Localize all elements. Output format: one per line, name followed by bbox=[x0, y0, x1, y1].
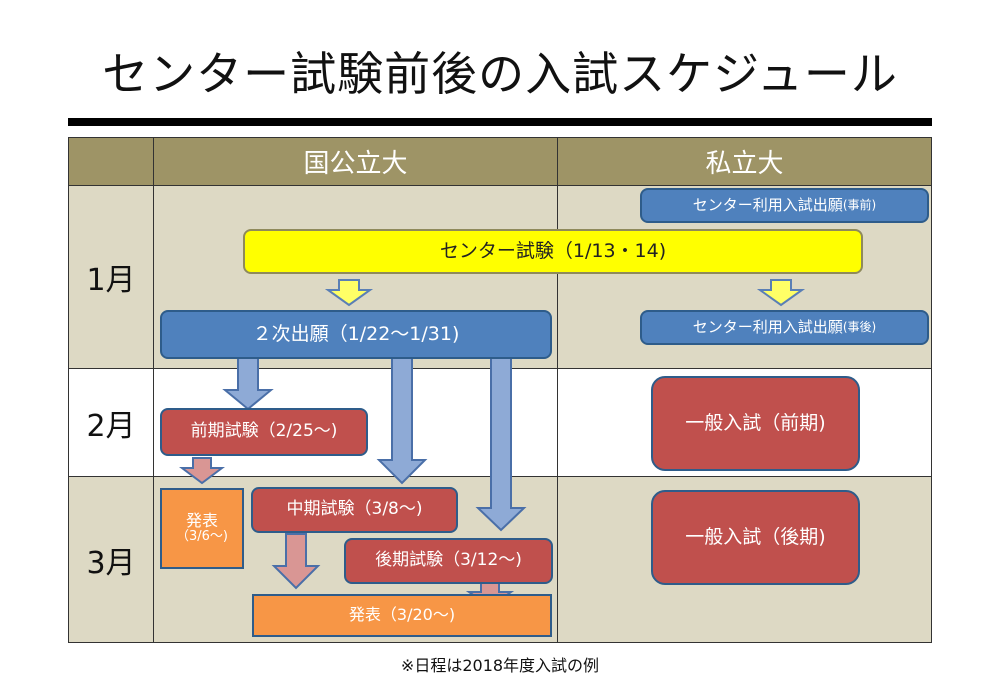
arrow-second-to-late bbox=[475, 357, 527, 532]
announce-early-box: 発表 （3/6〜) bbox=[160, 488, 244, 569]
header-corner bbox=[68, 137, 154, 186]
late-exam-box: 後期試験（3/12〜) bbox=[344, 538, 553, 584]
center-app-after-suffix: (事後) bbox=[842, 319, 877, 334]
arrow-center-to-second bbox=[324, 279, 374, 307]
second-app-box: ２次出願（1/22〜1/31) bbox=[160, 310, 552, 359]
arrow-middle-to-announce bbox=[271, 533, 321, 590]
arrow-early-to-announce bbox=[179, 457, 225, 485]
arrow-center-to-private-after bbox=[756, 279, 806, 307]
month-mar: 3月 bbox=[68, 476, 154, 643]
center-app-after-box: センター利用入試出願(事後) bbox=[640, 310, 929, 345]
month-feb: 2月 bbox=[68, 368, 154, 477]
early-exam-box: 前期試験（2/25〜) bbox=[160, 408, 368, 456]
center-exam-box: センター試験（1/13・14) bbox=[243, 229, 863, 274]
center-app-before-suffix: (事前) bbox=[842, 197, 877, 212]
footnote: ※日程は2018年度入試の例 bbox=[400, 656, 600, 675]
page-title: センター試験前後の入試スケジュール bbox=[102, 47, 898, 101]
announce-early-date: （3/6〜) bbox=[176, 529, 228, 545]
announce-early-label: 発表 bbox=[185, 510, 218, 530]
private-late-box: 一般入試（後期) bbox=[651, 490, 860, 585]
center-app-before-label: センター利用入試出願 bbox=[692, 195, 843, 214]
header-private: 私立大 bbox=[557, 137, 932, 186]
center-app-before-box: センター利用入試出願(事前) bbox=[640, 188, 929, 223]
month-jan: 1月 bbox=[68, 185, 154, 369]
arrow-second-to-early bbox=[222, 357, 274, 411]
middle-exam-box: 中期試験（3/8〜) bbox=[251, 487, 458, 533]
private-early-box: 一般入試（前期) bbox=[651, 376, 860, 471]
arrow-second-to-middle bbox=[376, 357, 428, 485]
center-app-after-label: センター利用入試出願 bbox=[692, 317, 843, 336]
title-divider bbox=[68, 118, 932, 126]
announce-late-box: 発表（3/20〜) bbox=[252, 594, 552, 637]
